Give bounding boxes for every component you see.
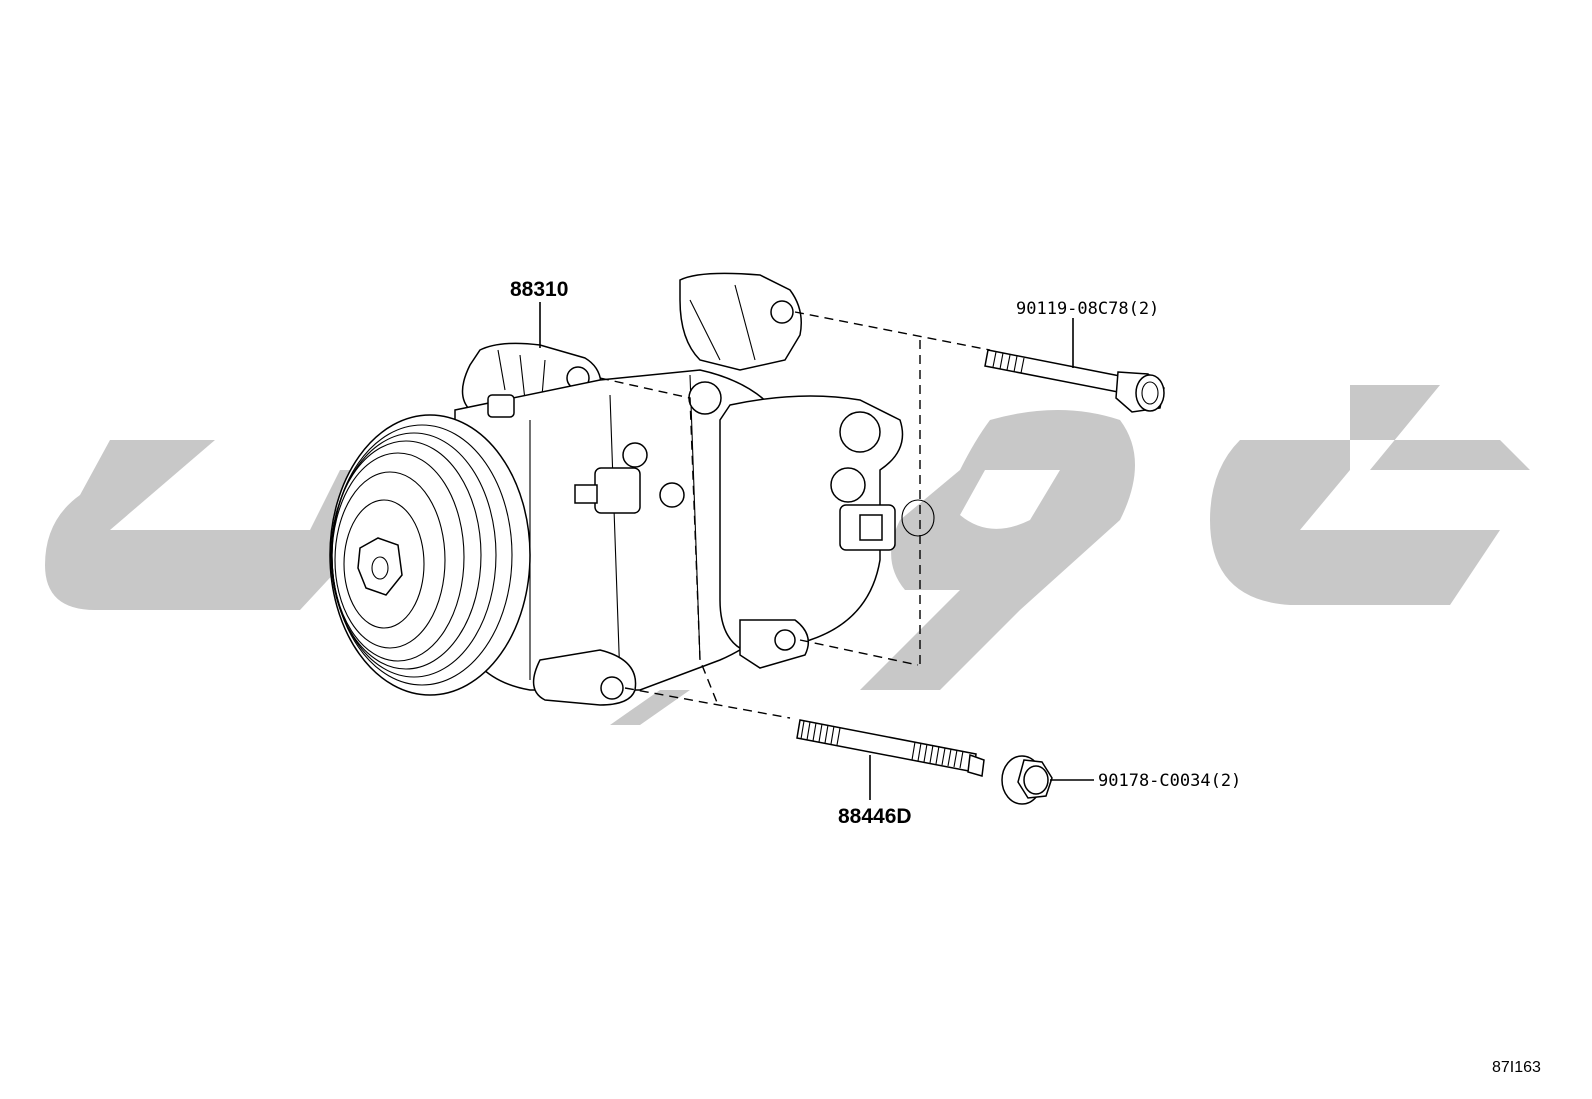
callout-compressor-label[interactable]: 88310 — [510, 278, 568, 301]
callout-stud-label[interactable]: 88446D — [838, 805, 912, 828]
callout-bolt-label[interactable]: 90119-08C78(2) — [1016, 299, 1159, 319]
figure-code: 87I163 — [1492, 1059, 1541, 1076]
stud-part — [796, 719, 985, 777]
compressor-drawing — [329, 272, 935, 706]
leader-lines — [539, 302, 1094, 800]
callout-nut-label[interactable]: 90178-C0034(2) — [1098, 771, 1241, 791]
alignment-lines — [599, 311, 991, 719]
bolt-part — [984, 349, 1165, 413]
nut-part — [1001, 755, 1053, 805]
